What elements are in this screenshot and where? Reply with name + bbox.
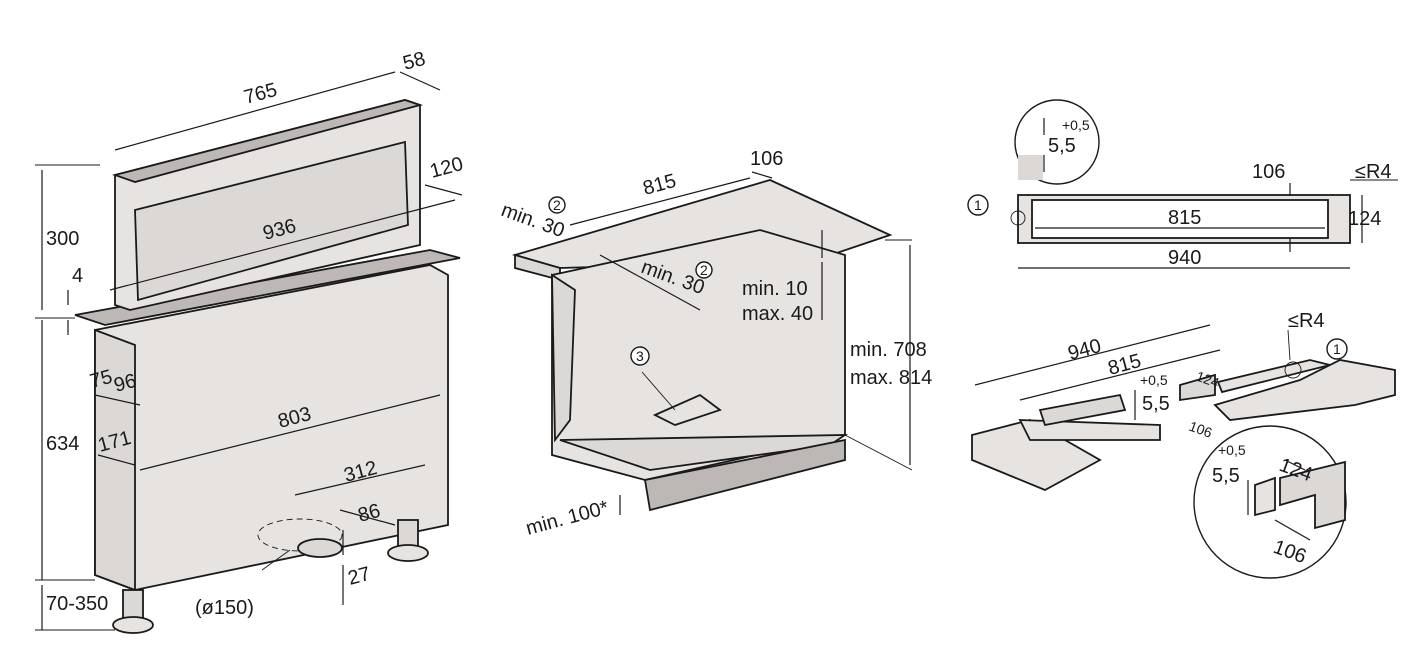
dim-min10: min. 10	[742, 278, 808, 300]
detail-iso-rail	[1279, 460, 1346, 530]
marker-3	[630, 346, 650, 366]
detail-zoom-fill	[1018, 155, 1043, 180]
dim-max814: max. 814	[850, 367, 932, 389]
leg-foot-front	[112, 616, 154, 634]
dim-58: 58	[401, 48, 428, 75]
detail-spot-iso	[1284, 361, 1302, 379]
duct-outlet	[257, 518, 343, 552]
dim-106-top: 106	[1252, 161, 1285, 183]
duct-opening	[297, 538, 343, 558]
marker-2-b	[695, 261, 713, 279]
figure-cabinet-cutout: 2 2 3 815 106 min. 30 min. 30 min. 10 ma…	[498, 148, 932, 540]
dim-5-5-top: 5,5	[1048, 135, 1076, 157]
dim-106-cutout: 106	[750, 148, 783, 170]
dim-tol-detail: +0,5	[1218, 442, 1246, 458]
dim-765: 765	[242, 79, 280, 109]
dim-70-350: 70-350	[46, 593, 108, 615]
dim-634: 634	[46, 433, 79, 455]
worktop-glass	[74, 249, 461, 326]
dim-815-iso: 815	[1106, 350, 1144, 380]
dim-940-iso: 940	[1066, 335, 1104, 365]
dim-min708: min. 708	[850, 339, 927, 361]
dim-815-cutout: 815	[641, 170, 679, 200]
marker-2-a	[548, 196, 566, 214]
marker-2-b-label: 2	[700, 262, 708, 278]
dim-max40: max. 40	[742, 303, 813, 325]
leg-front	[122, 589, 144, 621]
worktop-insert	[1038, 393, 1127, 427]
dim-300: 300	[46, 228, 79, 250]
worktop-rail	[1216, 359, 1331, 394]
dim-940-top: 940	[1168, 247, 1201, 269]
dim-4: 4	[72, 265, 83, 287]
cabinet-left-wall	[551, 273, 576, 443]
detail-spot	[1010, 210, 1026, 226]
dim-106-iso: 106	[1187, 418, 1215, 441]
dim-duct-diameter: (ø150)	[195, 597, 254, 619]
floor-cutout	[652, 393, 722, 426]
dim-124-iso: 124	[1194, 368, 1222, 391]
extractor-front	[134, 140, 409, 302]
marker-1-top	[967, 194, 989, 216]
cabinet-plinth	[643, 438, 846, 512]
detail-iso-block	[1254, 476, 1276, 517]
worktop-right-piece	[1213, 359, 1396, 421]
leg-foot-rear	[387, 544, 429, 562]
cutout-inner	[1031, 199, 1329, 239]
dim-5-5-iso: 5,5	[1142, 393, 1170, 415]
marker-3-label: 3	[636, 348, 644, 364]
dim-815-top: 815	[1168, 207, 1201, 229]
dim-r4-iso: ≤R4	[1288, 310, 1325, 332]
dim-124-top: 124	[1348, 208, 1381, 230]
dim-tol-top: +0,5	[1062, 117, 1090, 133]
dim-120: 120	[428, 153, 466, 183]
worktop-strip	[1018, 419, 1161, 441]
dim-min100: min. 100*	[524, 497, 612, 540]
figure-downdraft-unit: 765 58 936 120 300 4 634 70-350 75 96 80…	[35, 48, 466, 634]
dim-tol-iso: +0,5	[1140, 372, 1168, 388]
dim-5-5-detail: 5,5	[1212, 465, 1240, 487]
worktop-block	[1179, 373, 1216, 402]
extractor-top	[111, 99, 424, 183]
marker-2-a-label: 2	[553, 197, 561, 213]
figure-isometric-worktop: 1 940 815 +0,5 5,5 124 106 ≤R4 +0,5 5,5 …	[971, 310, 1396, 579]
dim-r4-top: ≤R4	[1355, 161, 1392, 183]
dim-27: 27	[346, 563, 373, 590]
marker-1-iso-label: 1	[1333, 341, 1341, 357]
marker-1-iso	[1326, 338, 1348, 360]
marker-1-top-label: 1	[974, 197, 982, 213]
figure-top-view-cutout: 1 +0,5 5,5 106 ≤R4 815 124 940	[967, 99, 1398, 269]
